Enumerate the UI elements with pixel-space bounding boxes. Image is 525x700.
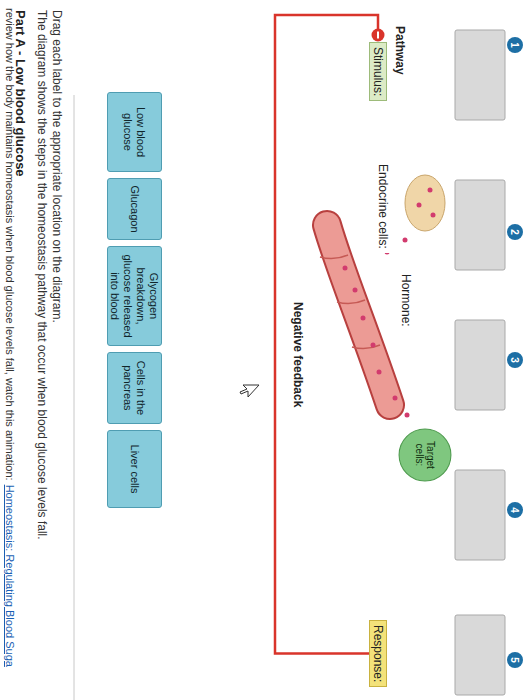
node-text: Response:: [371, 625, 385, 682]
panel-border: [74, 95, 75, 700]
pathway-heading: Pathway: [393, 26, 407, 75]
label-tile: Low blood glucose: [107, 92, 162, 172]
response-label: Response:: [369, 620, 387, 687]
label-tile: Glycogen breakdown, glucose released int…: [107, 246, 162, 346]
step-label: Endocrine cells:: [375, 160, 391, 253]
instruction-text: Drag each label to the appropriate locat…: [50, 10, 64, 323]
label-tile: Cells in the pancreas: [107, 352, 162, 424]
label-tile: Liver cells: [107, 430, 162, 508]
instruction-text: review how the body maintains homeostasi…: [4, 8, 16, 481]
target-cell-circle: Target cells:: [398, 428, 452, 482]
step-label: Hormone:: [398, 270, 414, 331]
edge-label: Negative feedback: [291, 300, 305, 409]
endocrine-cell: [405, 175, 445, 231]
node-text: Glycogen breakdown, glucose released int…: [109, 251, 161, 341]
feedback-connector: [275, 15, 385, 654]
cursor-icon: [240, 385, 259, 397]
callout-number: 5: [507, 652, 523, 668]
node-text: Target cells:: [414, 434, 436, 476]
instruction-text: The diagram shows the steps in the homeo…: [35, 10, 49, 540]
node-text: Glucagon: [128, 185, 141, 232]
callout-number: 4: [507, 502, 523, 518]
node-text: Cells in the pancreas: [122, 357, 148, 419]
drop-targets: [455, 30, 505, 695]
stimulus-label: Stimulus:: [369, 42, 387, 101]
callout-number: 2: [507, 224, 523, 240]
node-text: Hormone:: [399, 274, 413, 327]
instruction-row: review how the body maintains homeostasi…: [4, 8, 16, 667]
node-text: Liver cells: [128, 445, 141, 494]
node-text: Endocrine cells:: [376, 164, 390, 249]
callout-number: 1: [507, 37, 523, 53]
vessel-rings: [320, 255, 380, 349]
label-tile: Glucagon: [107, 178, 162, 240]
callout-number: 3: [507, 352, 523, 368]
node-text: Stimulus:: [371, 47, 385, 96]
node-text: Low blood glucose: [122, 97, 148, 167]
animation-link: Homeostasis: Regulating Blood Suga: [4, 485, 16, 667]
